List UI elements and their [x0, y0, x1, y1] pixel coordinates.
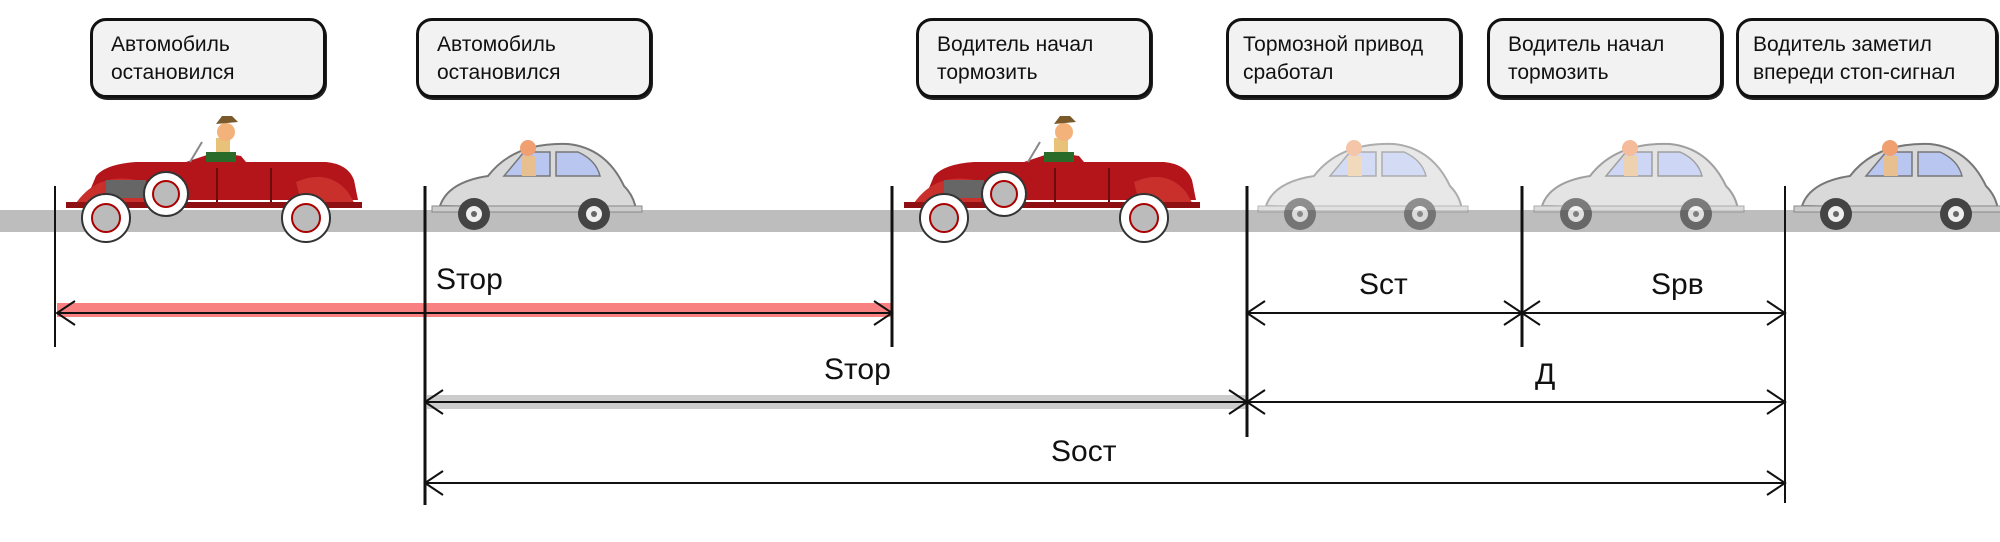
- arrow-head: [1766, 389, 1787, 415]
- callout-text: остановился: [111, 61, 235, 84]
- callout-driver-braking: Водитель начал тормозить: [1487, 18, 1723, 98]
- label-d: Д: [1535, 358, 1555, 391]
- label-s-st: Sст: [1359, 268, 1408, 301]
- car-leading-stopped: [65, 115, 363, 243]
- arrow-head: [1766, 300, 1787, 326]
- arrow-head: [1245, 300, 1266, 326]
- callout-text: Водитель заметил: [1753, 33, 1932, 56]
- arrow-head: [1766, 470, 1787, 496]
- callout-text: Водитель начал: [937, 33, 1094, 56]
- arrow-head: [423, 470, 444, 496]
- arrow-head: [1520, 300, 1541, 326]
- callout-text: тормозить: [937, 61, 1038, 84]
- car-brake-actuated: [1257, 139, 1469, 231]
- arrow-head: [1245, 389, 1266, 415]
- arrow-head: [873, 300, 894, 326]
- callout-following-stopped: Автомобиль остановился: [416, 18, 652, 98]
- label-s-tor-leading: Sтор: [436, 263, 503, 296]
- label-s-ost: Sост: [1051, 435, 1117, 468]
- car-leading-braking: [903, 115, 1201, 243]
- road: [0, 210, 2000, 232]
- callout-text: Автомобиль: [437, 33, 556, 56]
- callout-text: остановился: [437, 61, 561, 84]
- arrow-head: [423, 389, 444, 415]
- callout-text: тормозить: [1508, 61, 1609, 84]
- label-s-rv: Sрв: [1651, 268, 1704, 301]
- callout-driver-noticed: Водитель заметил впереди стоп-сигнал: [1736, 18, 1998, 98]
- arrow-head: [55, 300, 76, 326]
- leading-stopping-bar: [57, 303, 892, 317]
- callout-leading-stopped: Автомобиль остановился: [90, 18, 326, 98]
- callout-text: впереди стоп-сигнал: [1753, 61, 1956, 84]
- car-driver-braking: [1533, 139, 1745, 231]
- callout-brake-actuated: Тормозной привод сработал: [1226, 18, 1462, 98]
- callout-text: Водитель начал: [1508, 33, 1665, 56]
- car-driver-noticed: [1793, 139, 2000, 231]
- car-following-stopped: [431, 139, 643, 231]
- callout-text: Автомобиль: [111, 33, 230, 56]
- callout-leading-braking: Водитель начал тормозить: [916, 18, 1152, 98]
- callout-text: Тормозной привод: [1243, 33, 1424, 56]
- callout-text: сработал: [1243, 61, 1334, 84]
- label-s-tor-following: Sтор: [824, 353, 891, 386]
